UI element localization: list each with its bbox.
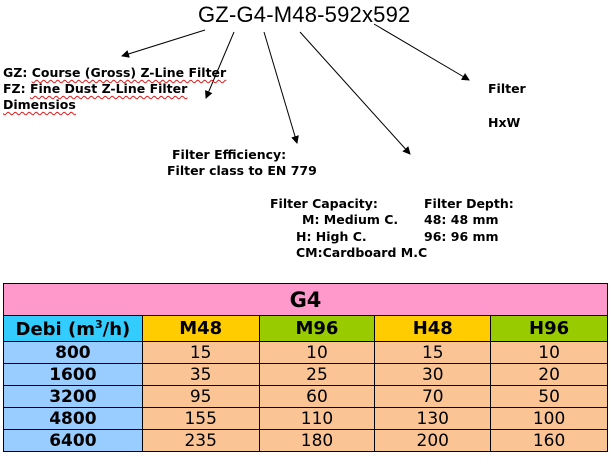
capacity-title: Filter Capacity:	[270, 196, 378, 211]
arrow-size-1	[299, 31, 411, 155]
depth-title: Filter Depth:	[424, 196, 514, 211]
value-cell: 10	[258, 341, 376, 364]
debi-cell: 4800	[3, 407, 143, 430]
debi-cell: 1600	[3, 363, 143, 386]
annotation-arrows	[121, 23, 470, 155]
value-cell: 160	[490, 429, 608, 452]
table-row: 1600 35 25 30 20	[3, 363, 608, 386]
gz-text: Course (Gross) Z-Line Filter	[31, 65, 227, 80]
capacity-table: G4 Debi (m3/h) M48 M96 H48 H96 800 15 10…	[3, 283, 608, 452]
fz-prefix: FZ:	[3, 81, 26, 96]
fz-definition: FZ: Fine Dust Z-Line Filter	[3, 81, 187, 96]
table-row: 4800 155 110 130 100	[3, 407, 608, 430]
filter-label: Filter	[488, 81, 526, 96]
capacity-item: H: High C.	[296, 229, 367, 244]
value-cell: 130	[374, 407, 492, 430]
value-cell: 10	[490, 341, 608, 364]
fz-text: Fine Dust Z-Line Filter	[29, 81, 188, 96]
efficiency-text: Filter class to EN 779	[167, 163, 317, 178]
value-cell: 50	[490, 385, 608, 408]
table-row: 6400 235 180 200 160	[3, 429, 608, 452]
value-cell: 15	[374, 341, 492, 364]
value-cell: 155	[141, 407, 260, 430]
capacity-item: M: Medium C.	[302, 212, 399, 227]
table-header-row: Debi (m3/h) M48 M96 H48 H96	[3, 315, 608, 342]
dimensios-label: Dimensios	[3, 97, 76, 112]
value-cell: 35	[141, 363, 260, 386]
column-header-h96: H96	[490, 315, 608, 342]
arrow-gz	[121, 29, 206, 58]
value-cell: 25	[258, 363, 376, 386]
column-header-m96: M96	[258, 315, 376, 342]
value-cell: 200	[374, 429, 492, 452]
debi-cell: 6400	[3, 429, 143, 452]
value-cell: 20	[490, 363, 608, 386]
gz-definition: GZ: Course (Gross) Z-Line Filter	[3, 65, 226, 80]
value-cell: 100	[490, 407, 608, 430]
value-cell: 30	[374, 363, 492, 386]
table-title-row: G4	[3, 283, 608, 316]
hxw-label: HxW	[488, 115, 521, 130]
debi-cell: 3200	[3, 385, 143, 408]
depth-item: 96: 96 mm	[424, 229, 499, 244]
value-cell: 95	[141, 385, 260, 408]
table-row: 3200 95 60 70 50	[3, 385, 608, 408]
value-cell: 70	[374, 385, 492, 408]
arrow-size-2	[373, 23, 470, 81]
debi-header: Debi (m3/h)	[3, 315, 143, 342]
column-header-h48: H48	[374, 315, 492, 342]
table-title: G4	[3, 283, 608, 316]
gz-prefix: GZ:	[3, 65, 28, 80]
value-cell: 60	[258, 385, 376, 408]
table-row: 800 15 10 15 10	[3, 341, 608, 364]
capacity-item: CM:Cardboard M.C	[296, 245, 428, 260]
value-cell: 110	[258, 407, 376, 430]
arrow-g4	[205, 31, 235, 99]
value-cell: 180	[258, 429, 376, 452]
efficiency-title: Filter Efficiency:	[172, 147, 287, 162]
arrow-m48	[263, 31, 299, 144]
debi-cell: 800	[3, 341, 143, 364]
depth-item: 48: 48 mm	[424, 212, 499, 227]
value-cell: 15	[141, 341, 260, 364]
model-code: GZ-G4-M48-592x592	[198, 2, 411, 27]
value-cell: 235	[141, 429, 260, 452]
column-header-m48: M48	[141, 315, 260, 342]
